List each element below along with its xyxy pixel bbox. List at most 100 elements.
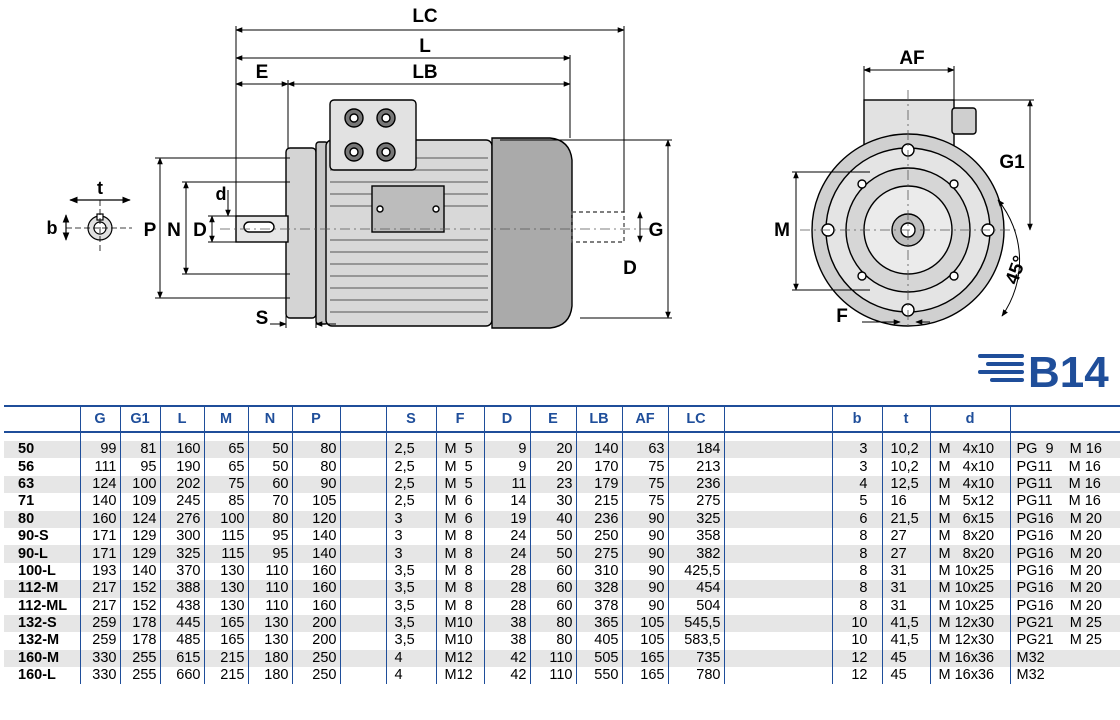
spacer-cell	[79, 432, 120, 441]
spacer-cell	[529, 432, 576, 441]
col-header: M	[203, 405, 248, 433]
table-cell: 115	[203, 545, 248, 563]
table-cell	[723, 545, 832, 563]
col-header	[4, 405, 80, 433]
spacer-cell	[723, 432, 832, 441]
label-d-small: d	[216, 184, 227, 204]
table-cell: 190	[159, 458, 204, 476]
table-cell: 20	[529, 441, 576, 459]
frame-size-cell: 160-M	[4, 649, 80, 668]
col-header: b	[831, 405, 882, 433]
table-cell: M12	[435, 649, 484, 668]
table-cell	[339, 614, 386, 633]
table-cell: 95	[247, 527, 292, 546]
table-cell: M 8	[435, 545, 484, 563]
table-cell: M 8	[435, 562, 484, 581]
table-cell: 100	[203, 510, 248, 528]
table-cell: 31	[881, 562, 930, 581]
table-cell: 10	[831, 614, 882, 633]
table-cell: 255	[119, 667, 160, 685]
table-cell: PG11 M 16	[1009, 493, 1120, 511]
label-g1: G1	[999, 152, 1025, 173]
table-cell: 90	[621, 527, 668, 546]
table-cell: 24	[483, 545, 530, 563]
table-cell	[723, 632, 832, 650]
table-cell: 45	[881, 649, 930, 668]
table-cell: 21,5	[881, 510, 930, 528]
table-cell: 365	[575, 614, 622, 633]
table-cell: 615	[159, 649, 204, 668]
table-cell: 215	[575, 493, 622, 511]
table-cell: 4	[385, 667, 436, 685]
table-cell: 370	[159, 562, 204, 581]
table-cell: PG16 M 20	[1009, 562, 1120, 581]
table-cell: 28	[483, 580, 530, 598]
table-cell: 236	[575, 510, 622, 528]
table-cell: PG21 M 25	[1009, 614, 1120, 633]
table-cell: 325	[159, 545, 204, 563]
table-cell	[339, 632, 386, 650]
table-cell: PG16 M 20	[1009, 527, 1120, 546]
table-cell: 250	[291, 667, 340, 685]
table-cell: 130	[203, 580, 248, 598]
table-cell: 105	[291, 493, 340, 511]
table-cell: 160	[79, 510, 120, 528]
table-cell: PG11 M 16	[1009, 475, 1120, 494]
table-cell: 100	[119, 475, 160, 494]
nameplate	[371, 185, 445, 233]
table-cell: 160	[291, 580, 340, 598]
table-cell: M 5	[435, 458, 484, 476]
table-cell: 170	[575, 458, 622, 476]
table-cell: 41,5	[881, 614, 930, 633]
table-cell: M 10x25	[929, 562, 1010, 581]
label-p: P	[144, 220, 157, 241]
table-cell: M 4x10	[929, 458, 1010, 476]
table-cell: M 4x10	[929, 475, 1010, 494]
table-cell: 300	[159, 527, 204, 546]
spacer-cell	[4, 432, 80, 441]
label-lc: LC	[412, 6, 438, 27]
table-cell: 8	[831, 597, 882, 615]
col-header: D	[483, 405, 530, 433]
table-cell: 120	[291, 510, 340, 528]
table-cell: 3	[385, 545, 436, 563]
table-cell: 31	[881, 597, 930, 615]
table-cell: 179	[575, 475, 622, 494]
table-cell: 27	[881, 545, 930, 563]
table-cell: 3,5	[385, 597, 436, 615]
table-cell: 40	[529, 510, 576, 528]
table-cell: 217	[79, 580, 120, 598]
table-cell: 310	[575, 562, 622, 581]
col-header: E	[529, 405, 576, 433]
table-cell: 454	[667, 580, 724, 598]
table-cell: 358	[667, 527, 724, 546]
label-d-right: D	[623, 258, 637, 279]
table-cell: M 5x12	[929, 493, 1010, 511]
table-cell: PG 9 M 16	[1009, 441, 1120, 459]
spacer-cell	[929, 432, 1010, 441]
col-header: S	[385, 405, 436, 433]
table-cell	[723, 580, 832, 598]
b14-badge: B14	[978, 348, 1109, 397]
table-cell: 80	[291, 458, 340, 476]
fan-cowl	[491, 137, 573, 329]
table-cell	[339, 510, 386, 528]
table-cell: 38	[483, 614, 530, 633]
table-cell	[339, 475, 386, 494]
motor-technical-drawing: LC L LB E P N D d t b S G D AF G1 M F 45…	[47, 6, 1110, 397]
table-cell	[723, 614, 832, 633]
label-angle: 45°	[1002, 253, 1032, 287]
table-cell: 550	[575, 667, 622, 685]
table-cell: 140	[291, 545, 340, 563]
table-cell: 31	[881, 580, 930, 598]
table-cell: 50	[247, 458, 292, 476]
table-cell: 200	[291, 614, 340, 633]
table-cell: 3,5	[385, 614, 436, 633]
frame-size-cell: 112-M	[4, 580, 80, 598]
table-cell: M 8	[435, 597, 484, 615]
table-header-row: G G1 L M N P S F D E LB AF LC b t d	[4, 405, 1120, 433]
